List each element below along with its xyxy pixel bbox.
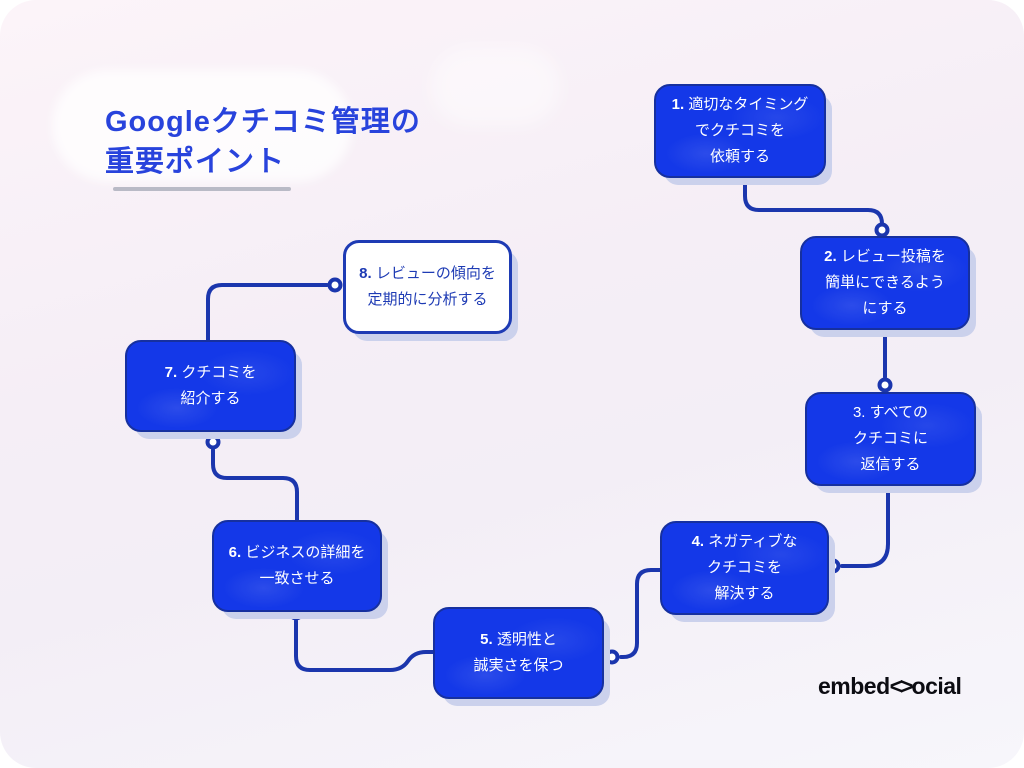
step-1-label: 適切なタイミング でクチコミを 依頼する [688, 96, 809, 165]
step-2-label: レビュー投稿を 簡単にできるよう にする [825, 248, 946, 317]
step-8-label: レビューの傾向を 定期的に分析する [367, 265, 496, 308]
step-8-text: 8. レビューの傾向を 定期的に分析する [359, 261, 496, 313]
step-1-number: 1. [671, 96, 685, 113]
step-7-text: 7. クチコミを 紹介する [165, 360, 257, 412]
step-box-7: 7. クチコミを 紹介する [125, 340, 296, 432]
step-3-number: 3. [852, 404, 866, 421]
step-box-4: 4. ネガティブな クチコミを 解決する [660, 521, 829, 615]
connector-ring-box8 [327, 277, 343, 293]
connector-ring-box4 [825, 558, 841, 574]
step-3-label: すべての クチコミに 返信する [852, 404, 929, 473]
title-background-blob [52, 70, 352, 182]
logo-glyph-icon: <> [889, 673, 914, 699]
page-title-line2: 重要ポイント [105, 146, 286, 178]
step-7-label: クチコミを 紹介する [180, 364, 257, 407]
embedsocial-logo: embed<>ocial [818, 673, 962, 700]
step-6-number: 6. [228, 544, 242, 561]
logo-prefix: embed [818, 673, 890, 699]
connector-1-2 [743, 171, 884, 226]
connector-ring-box7 [205, 434, 221, 450]
step-box-3: 3. すべての クチコミに 返信する [805, 392, 976, 486]
step-5-number: 5. [480, 631, 493, 648]
connector-ring-box3 [877, 377, 893, 393]
step-5-label: 透明性と 誠実さを保つ [473, 631, 564, 674]
step-2-number: 2. [824, 248, 837, 265]
connector-ring-box2 [874, 222, 890, 238]
page-title-line1: Googleクチコミ管理の [105, 106, 421, 138]
logo-suffix: ocial [911, 673, 962, 699]
connector-6-7 [211, 448, 299, 522]
step-4-label: ネガティブな クチコミを 解決する [706, 533, 798, 602]
step-box-5: 5. 透明性と 誠実さを保つ [433, 607, 604, 699]
step-4-number: 4. [691, 533, 705, 550]
step-2-text: 2. レビュー投稿を 簡単にできるよう にする [824, 244, 946, 322]
step-box-8: 8. レビューの傾向を 定期的に分析する [343, 240, 512, 334]
connector-ring-box5 [604, 649, 620, 665]
page-title: Googleクチコミ管理の 重要ポイント [105, 102, 525, 182]
connector-4-5 [619, 568, 662, 659]
title-underline [113, 187, 291, 191]
step-8-number: 8. [359, 265, 372, 282]
connector-7-8 [206, 283, 329, 342]
step-box-2: 2. レビュー投稿を 簡単にできるよう にする [800, 236, 970, 330]
decorative-blob [430, 46, 560, 126]
step-box-1: 1. 適切なタイミング でクチコミを 依頼する [654, 84, 826, 178]
connector-3-4 [840, 480, 890, 568]
step-7-number: 7. [164, 364, 178, 381]
step-1-text: 1. 適切なタイミング でクチコミを 依頼する [672, 92, 809, 170]
step-box-6: 6. ビジネスの詳細を 一致させる [212, 520, 382, 612]
step-3-text: 3. すべての クチコミに 返信する [853, 400, 928, 478]
connector-5-6 [294, 619, 435, 672]
step-6-label: ビジネスの詳細を 一致させる [245, 544, 366, 587]
step-4-text: 4. ネガティブな クチコミを 解決する [692, 529, 798, 607]
step-5-text: 5. 透明性と 誠実さを保つ [473, 627, 563, 679]
step-6-text: 6. ビジネスの詳細を 一致させる [229, 540, 366, 592]
